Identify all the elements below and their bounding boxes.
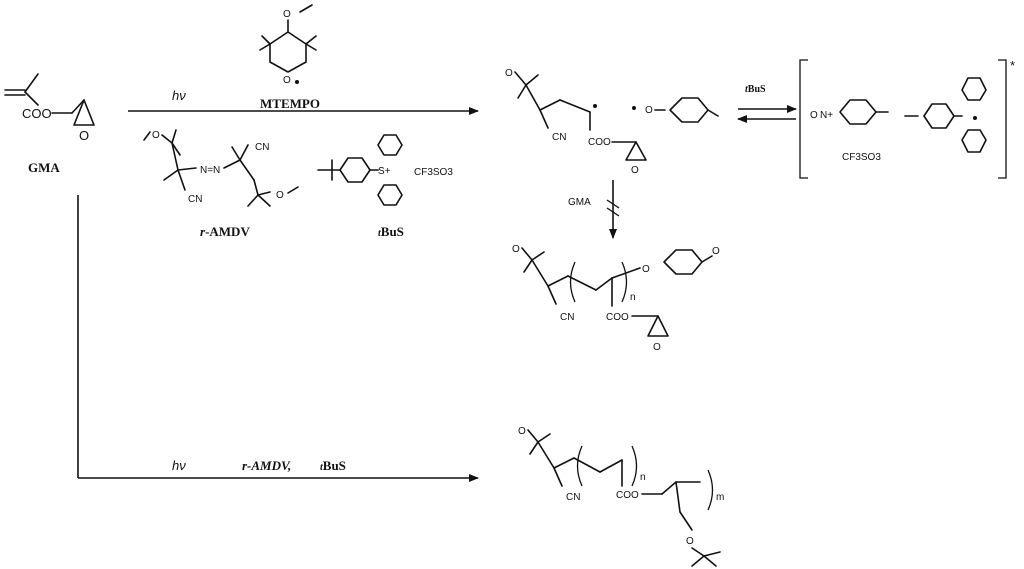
copolymer-structure: O CN n COO m O <box>518 426 724 567</box>
svg-text:O: O <box>645 105 653 116</box>
gma-epoxide-o: O <box>79 128 89 143</box>
gma-label: GMA <box>28 160 60 175</box>
svg-text:COO: COO <box>616 490 639 501</box>
ramdv-structure: O CN N=N CN O r-AMDV <box>143 129 299 239</box>
svg-text:O: O <box>653 342 661 353</box>
initiating-radical-structure: O CN COO O <box>505 68 647 176</box>
bottom-salt-label: tBuS <box>320 458 346 473</box>
tbus-equilibrium-label: tBuS <box>745 84 766 95</box>
svg-text:O: O <box>505 68 513 79</box>
svg-text:CF3SO3: CF3SO3 <box>414 167 453 178</box>
svg-text:CN: CN <box>560 312 574 323</box>
svg-text:n: n <box>640 472 646 483</box>
svg-text:COO: COO <box>588 137 611 148</box>
light-label-top: hν <box>172 88 186 103</box>
bottom-reaction-path: hν r-AMDV, tBuS <box>77 195 479 482</box>
svg-text:O: O <box>810 110 818 121</box>
gma-propagation-arrow: GMA <box>568 180 620 239</box>
tbus-label: tBuS <box>378 224 404 239</box>
svg-text:CN: CN <box>552 132 566 143</box>
svg-text:O: O <box>712 246 720 257</box>
mtempo-radical-structure: O <box>632 97 719 123</box>
svg-text:O: O <box>631 165 639 176</box>
svg-text:O: O <box>283 9 291 20</box>
svg-text:O: O <box>152 130 160 141</box>
svg-text:O: O <box>686 536 694 547</box>
light-label-bottom: hν <box>172 458 186 473</box>
svg-text:*: * <box>1010 58 1015 73</box>
svg-text:O: O <box>512 244 520 255</box>
gma-arrow-label: GMA <box>568 197 591 208</box>
tbus-structure: S+ CF3SO3 tBuS <box>317 134 453 239</box>
svg-text:CF3SO3: CF3SO3 <box>842 152 881 163</box>
mtempo-structure: O O MTEMPO <box>259 4 320 111</box>
svg-text:O: O <box>518 426 526 437</box>
bottom-reagents-label: r-AMDV, <box>242 458 291 473</box>
svg-text:S+: S+ <box>378 166 391 177</box>
svg-text:m: m <box>716 492 724 503</box>
mtempo-label: MTEMPO <box>260 96 320 111</box>
svg-text:COO: COO <box>606 312 629 323</box>
top-reaction-arrow: hν <box>128 88 479 115</box>
gma-monomer-structure: COO O GMA <box>4 73 95 175</box>
pgma-tempo-polymer-structure: O CN n COO O O O <box>512 244 720 353</box>
svg-text:CN: CN <box>566 492 580 503</box>
svg-text:n: n <box>630 292 636 303</box>
equilibrium-arrows: tBuS <box>737 84 797 123</box>
svg-text:O: O <box>283 75 291 86</box>
svg-text:N=N: N=N <box>200 165 220 176</box>
svg-text:O: O <box>276 190 284 201</box>
svg-text:O: O <box>642 264 650 275</box>
ramdv-label: r-AMDV <box>200 224 250 239</box>
svg-text:CN: CN <box>188 194 202 205</box>
svg-text:N+: N+ <box>820 110 833 121</box>
gma-coo-label: COO <box>22 106 52 121</box>
charge-transfer-complex: * O N+ O CF3SO3 <box>799 58 1015 179</box>
svg-text:CN: CN <box>255 142 269 153</box>
